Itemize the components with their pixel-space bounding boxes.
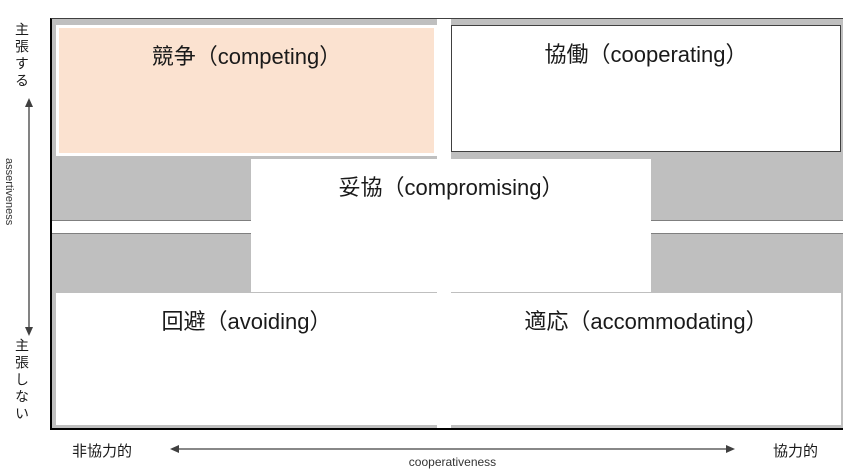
quadrant-competing: 競争（competing）: [56, 25, 437, 156]
x-axis-left-label: 非協力的: [72, 443, 133, 460]
quadrant-accommodating: 適応（accommodating）: [451, 293, 841, 425]
x-axis-name: cooperativeness: [408, 455, 497, 469]
assertiveness-axis-arrow: [25, 98, 33, 336]
y-axis-bottom-label: 主張しない: [14, 338, 30, 423]
quadrant-avoiding-label: 回避（avoiding）: [161, 309, 332, 334]
box-compromising: 妥協（compromising）: [251, 159, 651, 292]
cooperativeness-axis-arrow: [170, 445, 735, 453]
quadrant-cooperating-label: 協働（cooperating）: [544, 42, 748, 67]
plot-area: 競争（competing） 協働（cooperating） 妥協（comprom…: [50, 18, 843, 430]
quadrant-cooperating: 協働（cooperating）: [451, 25, 841, 152]
quadrant-competing-label: 競争（competing）: [151, 44, 342, 69]
y-axis-name: assertiveness: [3, 158, 15, 226]
quadrant-accommodating-label: 適応（accommodating）: [524, 309, 768, 334]
y-axis-top-label: 主張する: [14, 22, 30, 90]
box-compromising-label: 妥協（compromising）: [338, 175, 564, 200]
x-axis-right-label: 協力的: [773, 443, 819, 460]
quadrant-avoiding: 回避（avoiding）: [56, 293, 437, 425]
